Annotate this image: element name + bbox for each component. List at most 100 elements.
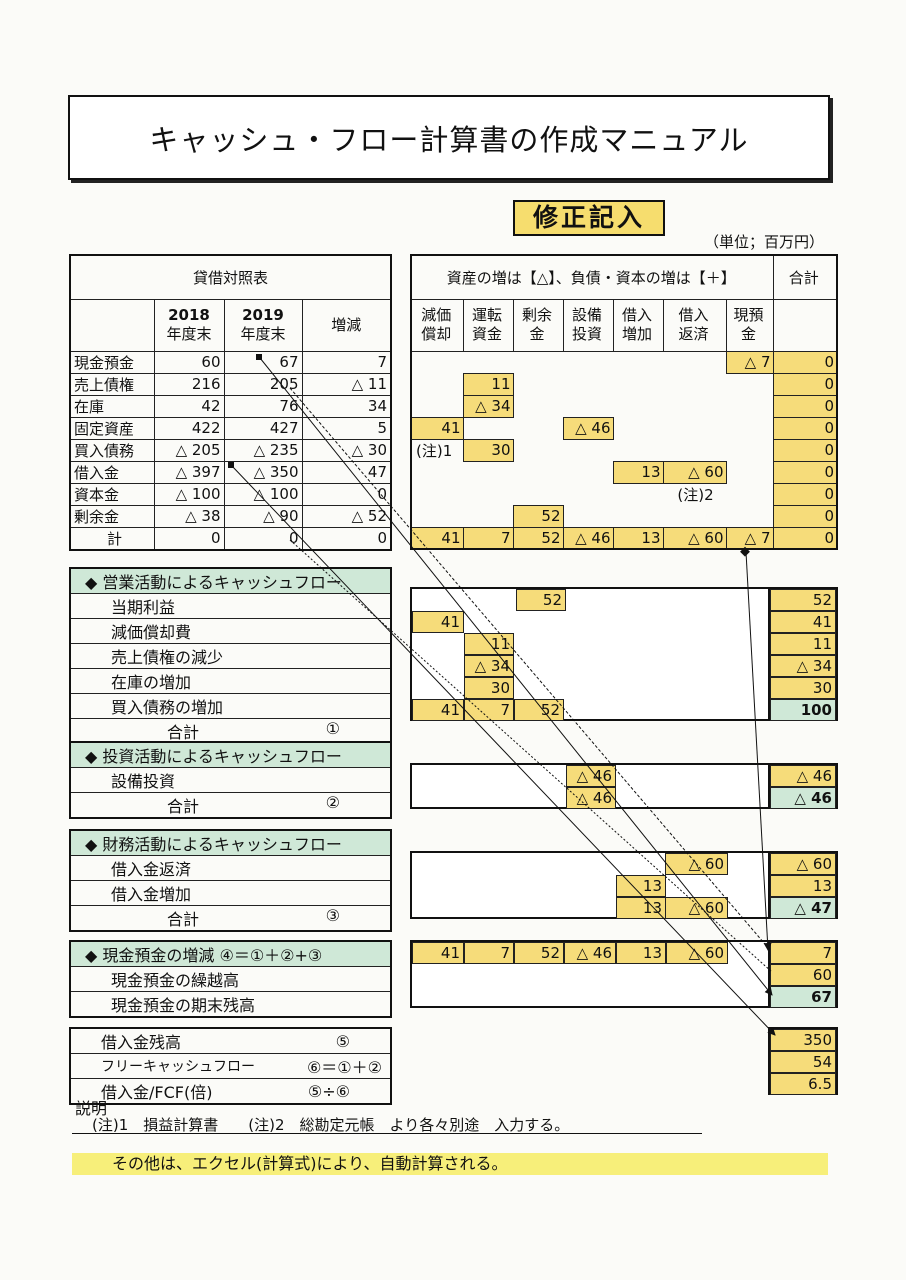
grid-cell: △ 46 [562,416,614,440]
arrow-cash-balance [259,357,773,996]
investing-cf-header: ◆ 投資活動によるキャッシュフロー [70,742,391,768]
grid-cell: 13 [616,942,666,964]
grid-cell: 7 [464,942,514,964]
col-working-capital: 運転資金 [462,298,514,352]
ratio-label: 借入金/FCF(倍) [101,1083,213,1102]
grid-cell: △ 46 [566,765,616,787]
ratio-formula: ⑤÷⑥ [307,1081,350,1101]
grid-cell: 52 [514,699,564,721]
ratio-label: 借入金残高 [101,1033,182,1052]
operating-cf-header: ◆ 営業活動によるキャッシュフロー [70,568,391,594]
total-cell: △ 60 [770,853,836,875]
financing-cf-totals: △ 60 13 △ 47 [768,851,838,919]
cash-change-block: ◆ 現金預金の増減 ④＝①＋②+③ 現金預金の繰越高 現金預金の期末残高 [69,940,392,1018]
arrow-guide-1 [289,387,771,951]
adjustment-grid: 資産の増は【△】、負債・資本の増は【＋】 合計 減価償却 運転資金 剰余金 設備… [410,254,838,550]
total-cell: △ 46 [770,765,836,787]
table-row: 11 0 [411,372,838,396]
operating-cf-block: ◆ 営業活動によるキャッシュフロー 当期利益 減価償却費 売上債権の減少 在庫の… [69,567,392,745]
note-2: (注)2 [677,485,714,504]
mark-3: ③ [325,906,340,925]
grid-total: 0 [772,482,838,506]
grid-cell: 13 [612,460,664,484]
investing-cf-totals: △ 46 △ 46 [768,763,838,809]
grid-cell: △ 7 [725,350,774,374]
col-depreciation: 減価償却 [410,298,464,352]
total-cell: 67 [770,986,836,1008]
investing-cf-grid: △ 46 △ 46 [410,763,770,809]
ratio-formula: ⑥＝①＋② [306,1058,382,1077]
grid-cell: △ 60 [662,526,727,550]
arrow-dot [740,546,750,557]
grid-cell: 41 [412,611,464,633]
table-row: △ 34 0 [411,394,838,418]
total-cell: 30 [770,677,836,699]
grid-cell: 52 [516,589,566,611]
table-row: 計 0 0 0 [69,526,392,550]
grid-cell: 13 [612,526,664,550]
grid-total: 0 [772,416,838,440]
bs-label: 剰余金 [69,504,155,528]
bs-2019: 0 [223,526,303,550]
table-row: 41 7 52 △ 46 13 △ 60 △ 7 0 [410,526,838,550]
total-cell: 41 [770,611,836,633]
page-title-text: キャッシュ・フロー計算書の作成マニュアル [149,122,749,157]
cash-change-header: ◆ 現金預金の増減 ④＝①＋②+③ [70,941,391,967]
grid-cell: 13 [616,897,666,919]
list-item: 在庫の増加 [70,668,391,694]
grid-cell: 13 [616,875,666,897]
arrow-guide-2 [289,539,773,973]
table-row: 13 △ 60 0 [411,460,838,484]
list-item: 設備投資 [70,767,391,793]
table-row: 借入金残高 ⑤ [70,1028,391,1054]
table-row: 52 0 [411,504,838,528]
grid-total: 0 [772,526,838,550]
list-item: 売上債権の減少 [70,643,391,669]
cash-change-grid: 41 7 52 △ 46 13 △ 60 [410,940,770,1008]
table-row: 41 △ 46 0 [410,416,838,440]
grid-total: 0 [772,460,838,484]
bs-header-diff: 増減 [301,298,392,352]
list-item: 現金預金の繰越高 [70,966,391,992]
grid-total: 0 [772,372,838,396]
bs-label: 現金預金 [69,350,155,374]
notes-heading: 説明 [75,1099,108,1118]
grid-cell: △ 34 [464,655,514,677]
table-row: フリーキャッシュフロー ⑥＝①＋② [70,1054,391,1079]
total-cell: 11 [770,633,836,655]
bs-year-2018: 2018 [168,306,210,324]
bs-year-2018-sub: 年度末 [166,325,212,343]
bs-label: 固定資産 [69,416,155,440]
grid-cell: △ 7 [725,526,774,550]
arrow-cash-change [745,551,772,951]
grid-cell: △ 34 [462,394,514,418]
list-item: 借入金返済 [70,855,391,881]
total-cell: 60 [770,964,836,986]
col-surplus: 剰余金 [512,298,564,352]
list-item: 借入金増加 [70,880,391,906]
table-row: 借入金/FCF(倍) ⑤÷⑥ [70,1079,391,1105]
grid-total: 0 [772,504,838,528]
col-total-blank [772,298,838,352]
total-cell: △ 34 [770,655,836,677]
bs-year-2019-sub: 年度末 [240,325,286,343]
grid-cell: △ 60 [665,897,728,919]
correction-stamp: 修正記入 [513,200,665,236]
bs-2019: △ 350 [223,460,303,484]
unit-label: （単位；百万円） [704,233,825,251]
grid-cell: 11 [464,633,514,655]
balance-sheet-title: 貸借対照表 [69,254,392,300]
ratio-value: 350 [770,1029,836,1051]
arrow-dot [256,354,262,360]
grid-cell: △ 46 [566,787,616,809]
bs-diff: 0 [301,526,392,550]
mark-1: ① [325,719,340,738]
grid-cell: 52 [512,504,564,528]
bs-year-2019: 2019 [242,306,284,324]
total-cell: 7 [770,942,836,964]
arrow-dot [228,462,234,468]
bs-header-2019: 2019 年度末 [223,298,303,352]
